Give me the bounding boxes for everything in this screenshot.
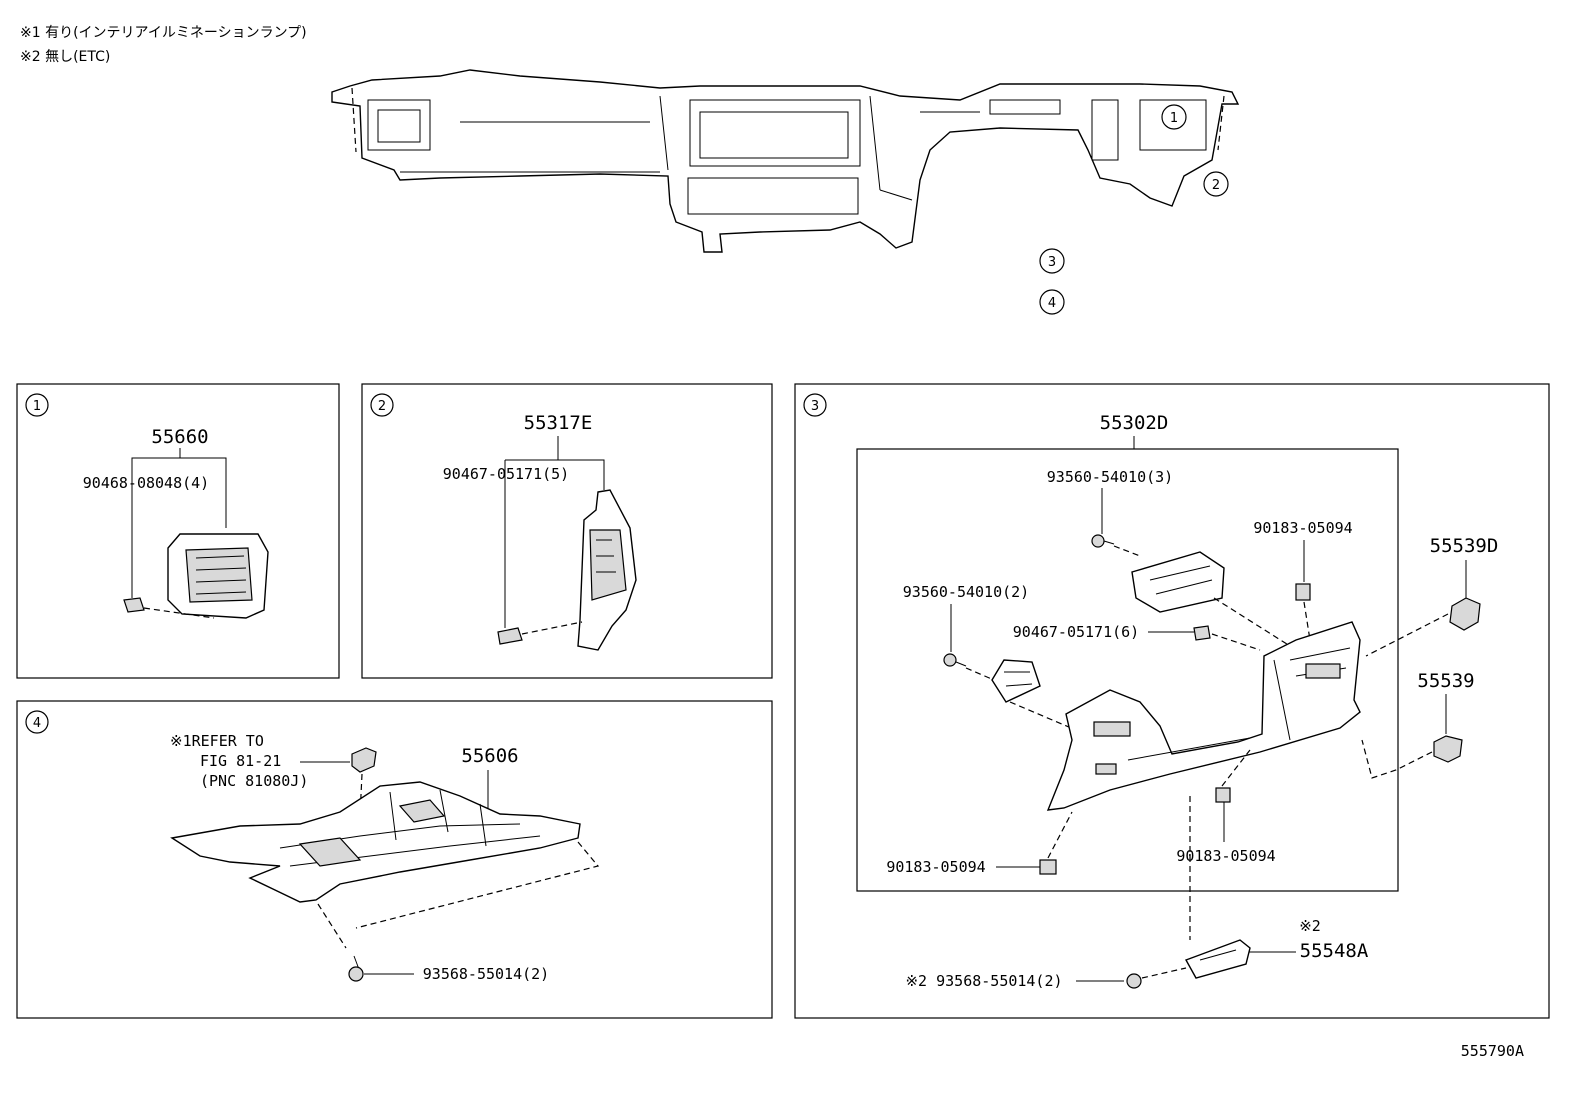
svg-text:1: 1	[1170, 111, 1178, 126]
part-label-55317E[interactable]: 55317E	[524, 412, 593, 434]
panel-1-badge: 1	[25, 393, 49, 417]
part-label-screw-93568-p3[interactable]: ※2 93568-55014(2)	[905, 972, 1062, 990]
part-label-screw-93568-p4[interactable]: 93568-55014(2)	[423, 965, 549, 983]
bracket-part-left	[991, 659, 1041, 703]
undercover-part	[170, 781, 581, 903]
part-label-nut-90183-bottom-left[interactable]: 90183-05094	[886, 858, 985, 876]
svg-text:4: 4	[33, 716, 41, 731]
note-2: ※2 無し(ETC)	[20, 49, 111, 65]
bracket-part-top	[1131, 551, 1225, 613]
ref-line-3: (PNC 81080J)	[200, 772, 308, 790]
panel-2: 2 55317E 90467-05171(5)	[361, 383, 773, 679]
figure-code: 555790A	[1461, 1042, 1524, 1060]
part-label-screw-93560-top[interactable]: 93560-54010(3)	[1047, 468, 1173, 486]
switch-part-55539D	[1449, 597, 1481, 631]
svg-text:3: 3	[1048, 255, 1056, 270]
panel-1: 1 55660 90468-08048(4)	[16, 383, 340, 679]
overview-callout-2[interactable]: 2	[1203, 171, 1229, 197]
panel-4: 4 ※1REFER TO FIG 81-21 (PNC 81080J) 5560…	[16, 700, 773, 1019]
screw-part-bottom	[1126, 973, 1142, 989]
svg-text:4: 4	[1048, 296, 1056, 311]
part-label-nut-90183-top[interactable]: 90183-05094	[1253, 519, 1352, 537]
lower-panel-part	[1046, 621, 1361, 811]
panel-2-badge: 2	[370, 393, 394, 417]
clip-part-3	[1193, 625, 1211, 641]
overview-callout-3[interactable]: 3	[1039, 248, 1065, 274]
nut-part-bottom-left	[1039, 859, 1057, 875]
screw-part-top	[1091, 534, 1115, 548]
svg-text:1: 1	[33, 399, 41, 414]
note-mark-2: ※2	[1299, 917, 1321, 935]
screw-part-left	[943, 653, 967, 667]
nut-part-top	[1295, 583, 1311, 601]
clip-part-1	[123, 597, 145, 613]
part-label-screw-93560-left[interactable]: 93560-54010(2)	[903, 583, 1029, 601]
screw-part-p4	[348, 955, 364, 982]
part-label-55539D[interactable]: 55539D	[1430, 535, 1499, 557]
svg-text:2: 2	[378, 399, 386, 414]
part-label-55660[interactable]: 55660	[151, 426, 208, 448]
clip-part-2	[497, 627, 523, 645]
part-label-nut-90183-bottom-mid[interactable]: 90183-05094	[1176, 847, 1275, 865]
ref-line-2: FIG 81-21	[200, 752, 281, 770]
panel-3-badge: 3	[803, 393, 827, 417]
note-1: ※1 有り(インテリアイルミネーションランプ)	[20, 25, 307, 41]
bracket-part-55548A	[1184, 939, 1251, 979]
panel-4-badge: 4	[25, 710, 49, 734]
instrument-panel-overview	[331, 69, 1240, 253]
part-label-clip-90468[interactable]: 90468-08048(4)	[83, 474, 209, 492]
svg-text:3: 3	[811, 399, 819, 414]
part-label-55539[interactable]: 55539	[1417, 670, 1474, 692]
lamp-part	[351, 747, 377, 773]
overview-callout-4[interactable]: 4	[1039, 289, 1065, 315]
part-label-55606[interactable]: 55606	[461, 745, 518, 767]
side-panel-part	[577, 489, 637, 651]
switch-part-55539	[1433, 735, 1463, 763]
overview-callout-1[interactable]: 1	[1161, 104, 1187, 130]
nut-part-bottom-mid	[1215, 787, 1231, 803]
part-label-55548A[interactable]: 55548A	[1300, 940, 1369, 962]
ref-line-1: ※1REFER TO	[170, 732, 264, 750]
air-outlet-part	[167, 533, 269, 619]
part-label-clip-90467-6[interactable]: 90467-05171(6)	[1013, 623, 1139, 641]
svg-text:2: 2	[1212, 178, 1220, 193]
panel-3: 3 55302D 93560-54010(3) 90183-05094 9356…	[794, 383, 1550, 1019]
part-label-clip-90467[interactable]: 90467-05171(5)	[443, 465, 569, 483]
part-label-55302D[interactable]: 55302D	[1100, 412, 1169, 434]
